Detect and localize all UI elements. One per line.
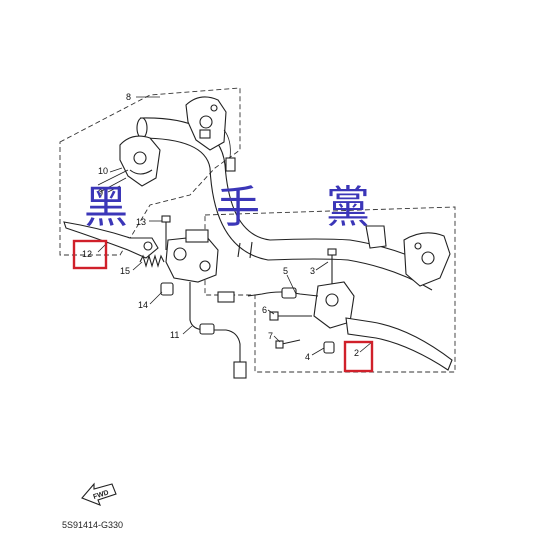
right-brake-lever — [345, 317, 453, 371]
fwd-label: FWD — [92, 489, 109, 501]
nut — [160, 282, 174, 296]
left-switch-lower-half — [97, 135, 161, 193]
callout-11: 11 — [170, 330, 179, 340]
diagram-code: 5S91414-G330 — [62, 520, 123, 530]
left-master-cylinder — [161, 215, 219, 283]
leader-lines — [97, 96, 373, 356]
callout-10: 10 — [98, 166, 108, 176]
callout-12: 12 — [82, 249, 92, 259]
callout-9: 9 — [98, 188, 103, 198]
callout-8: 8 — [126, 92, 131, 102]
callout-5: 5 — [283, 266, 288, 276]
right-cable — [217, 287, 319, 303]
spring — [139, 254, 165, 268]
callout-4: 4 — [305, 352, 310, 362]
right-switch-housing — [365, 225, 451, 287]
callout-15: 15 — [120, 266, 130, 276]
callout-13: 13 — [136, 217, 146, 227]
left-switch-upper-half — [185, 96, 236, 172]
callout-3: 3 — [310, 266, 315, 276]
lock-nut — [323, 341, 335, 354]
upper-switch-group-outline — [59, 87, 241, 256]
callout-2: 2 — [354, 348, 359, 358]
left-cable — [189, 282, 247, 379]
watermark-char-3: 黨 — [326, 182, 370, 233]
highlight-box-12 — [72, 239, 108, 270]
watermark-char-2: 手 — [216, 182, 260, 233]
right-lever-group-outline — [204, 206, 456, 373]
watermark-char-1: 黑 — [84, 182, 128, 233]
left-clutch-lever — [63, 221, 159, 259]
callout-14: 14 — [138, 300, 148, 310]
callout-6: 6 — [262, 305, 267, 315]
right-master-cylinder — [313, 248, 355, 329]
callout-7: 7 — [268, 331, 273, 341]
highlight-box-2 — [343, 340, 374, 373]
pivot-bolt — [269, 311, 312, 321]
fwd-arrow-icon: FWD — [81, 482, 117, 506]
